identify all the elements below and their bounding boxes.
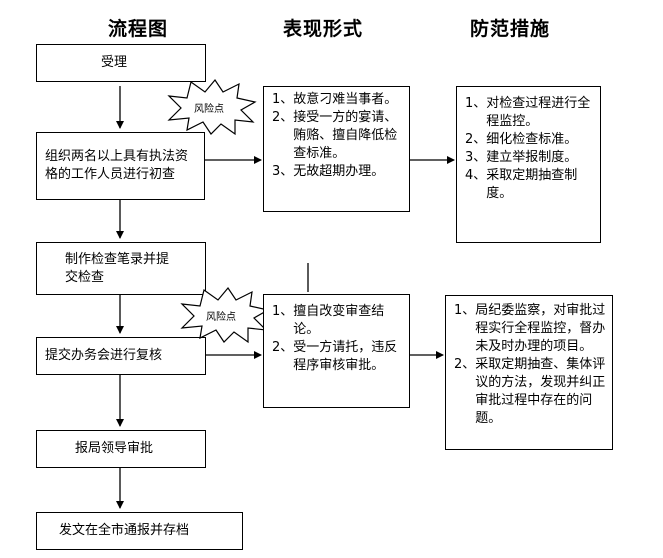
- flow-step-record: 制作检查笔录并提交检查: [36, 242, 206, 295]
- header-form: 表现形式: [283, 18, 364, 40]
- risk2-measures-box: 1、局纪委监察，对审批过程实行全程监控，督办未及时办理的项目。 2、采取定期抽查…: [445, 295, 613, 450]
- flow-step-label: 发文在全市通报并存档: [59, 523, 190, 538]
- risk-label: 风险点: [206, 312, 236, 323]
- flow-step-review: 提交办务会进行复核: [36, 337, 206, 375]
- risk2-form-item: 1、擅自改变审查结论。: [272, 304, 385, 337]
- flow-step-accept: 受理: [36, 44, 206, 82]
- risk-point-2: 风险点: [178, 286, 270, 344]
- starburst-icon: [167, 78, 257, 136]
- risk1-measure-item: 1、对检查过程进行全程监控。: [465, 96, 591, 129]
- flow-step-label: 制作检查笔录并提交检查: [65, 251, 170, 285]
- flow-step-label: 组织两名以上具有执法资格的工作人员进行初查: [45, 149, 189, 182]
- risk1-forms-box: 1、故意刁难当事者。 2、接受一方的宴请、贿赂、擅自降低检查标准。 3、无故超期…: [263, 86, 410, 212]
- flow-step-label: 提交办务会进行复核: [45, 348, 163, 363]
- risk1-measures-box: 1、对检查过程进行全程监控。 2、细化检查标准。 3、建立举报制度。 4、采取定…: [456, 86, 601, 243]
- flow-step-leader-approval: 报局领导审批: [36, 430, 206, 468]
- risk1-measure-item: 3、建立举报制度。: [465, 150, 578, 165]
- risk-point-1: 风险点: [165, 78, 257, 136]
- flow-step-label: 受理: [101, 55, 128, 70]
- risk1-measure-item: 4、采取定期抽查制度。: [465, 168, 578, 201]
- risk2-measure-item: 2、采取定期抽查、集体评议的方法，发现并纠正审批过程中存在的问题。: [454, 357, 606, 426]
- header-flow: 流程图: [108, 18, 169, 40]
- flow-step-initial-inspection: 组织两名以上具有执法资格的工作人员进行初查: [36, 132, 205, 200]
- header-prevent: 防范措施: [470, 18, 551, 40]
- risk-label: 风险点: [194, 104, 224, 115]
- risk2-measure-item: 1、局纪委监察，对审批过程实行全程监控，督办未及时办理的项目。: [454, 303, 606, 354]
- risk2-form-item: 2、受一方请托，违反程序审核审批。: [272, 340, 398, 373]
- flow-step-publish-archive: 发文在全市通报并存档: [36, 512, 243, 550]
- flow-step-label: 报局领导审批: [75, 441, 154, 456]
- risk1-measure-item: 2、细化检查标准。: [465, 132, 578, 147]
- risk1-form-item: 2、接受一方的宴请、贿赂、擅自降低检查标准。: [272, 110, 398, 161]
- risk1-form-item: 3、无故超期办理。: [272, 164, 385, 179]
- risk1-form-item: 1、故意刁难当事者。: [272, 92, 398, 107]
- risk2-forms-box: 1、擅自改变审查结论。 2、受一方请托，违反程序审核审批。: [263, 294, 410, 408]
